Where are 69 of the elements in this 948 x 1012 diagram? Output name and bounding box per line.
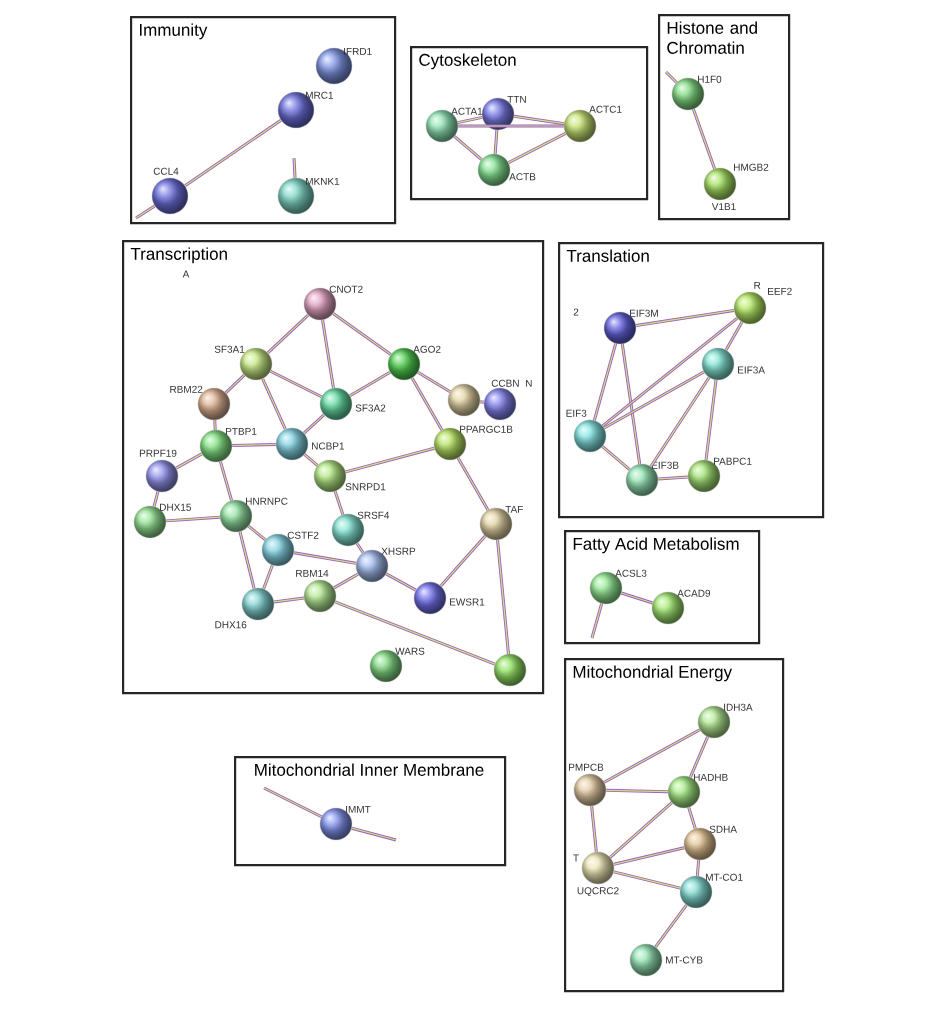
interaction-line [439, 535, 487, 587]
interaction-line [261, 378, 287, 430]
interaction-line [507, 132, 567, 164]
interaction-line [590, 603, 604, 639]
interaction-line [692, 108, 716, 170]
interaction-line [635, 308, 735, 328]
interaction-line [603, 370, 705, 430]
interaction-line [592, 343, 618, 421]
interaction-line [345, 446, 435, 474]
interaction-line [649, 376, 711, 468]
interaction-line [704, 379, 718, 461]
interaction-line [266, 314, 310, 355]
interaction-line [605, 788, 669, 794]
interaction-line [657, 475, 689, 481]
interaction-line [456, 457, 490, 511]
interaction-line [135, 204, 156, 220]
interaction-line [689, 736, 709, 778]
interaction-line [292, 157, 297, 179]
interaction-line [513, 114, 565, 126]
interaction-line [224, 374, 246, 394]
interaction-line [496, 539, 510, 655]
interaction-line [590, 805, 598, 853]
interaction-line [165, 515, 221, 523]
interaction-line [479, 400, 485, 404]
interaction-line [603, 728, 701, 784]
interaction-line [654, 904, 688, 948]
interaction-line [219, 460, 233, 502]
interaction-line [247, 525, 267, 541]
interaction-line [687, 806, 697, 830]
interaction-line [613, 846, 685, 866]
interaction-line [269, 369, 323, 399]
interaction-line [273, 596, 305, 604]
interaction-line [213, 419, 217, 431]
interaction-line [385, 572, 417, 592]
interaction-line [457, 124, 565, 128]
interaction-line [231, 442, 277, 448]
interaction-line [184, 119, 282, 187]
interaction-line [601, 316, 739, 428]
interaction-line [457, 115, 483, 125]
interaction-line [349, 370, 391, 398]
interaction-line [664, 70, 678, 84]
interaction-line [303, 453, 319, 467]
interaction-line [333, 490, 345, 516]
protein-sphere [447, 383, 481, 417]
interaction-line [262, 564, 274, 590]
interaction-line [333, 572, 359, 590]
interaction-line [613, 870, 681, 890]
interaction-line [175, 452, 203, 470]
interaction-line [724, 321, 744, 351]
interaction-line [493, 129, 499, 155]
interaction-line [695, 859, 701, 877]
interaction-line [152, 491, 160, 507]
interaction-line [334, 600, 496, 666]
interaction-line [453, 135, 483, 161]
interaction-line [332, 312, 392, 356]
interaction-line [601, 445, 631, 471]
interaction-line [417, 371, 451, 393]
interaction-line [620, 343, 642, 465]
interaction-line [238, 531, 256, 589]
interaction-line [351, 826, 397, 842]
interaction-line [609, 801, 673, 859]
interaction-line [410, 377, 444, 431]
interaction-line [303, 413, 325, 435]
interaction-line [620, 591, 654, 605]
protein-sphere [493, 653, 527, 687]
interaction-line [293, 551, 357, 565]
interaction-line [321, 319, 335, 389]
interaction-line [263, 786, 323, 819]
interaction-line [355, 542, 365, 554]
